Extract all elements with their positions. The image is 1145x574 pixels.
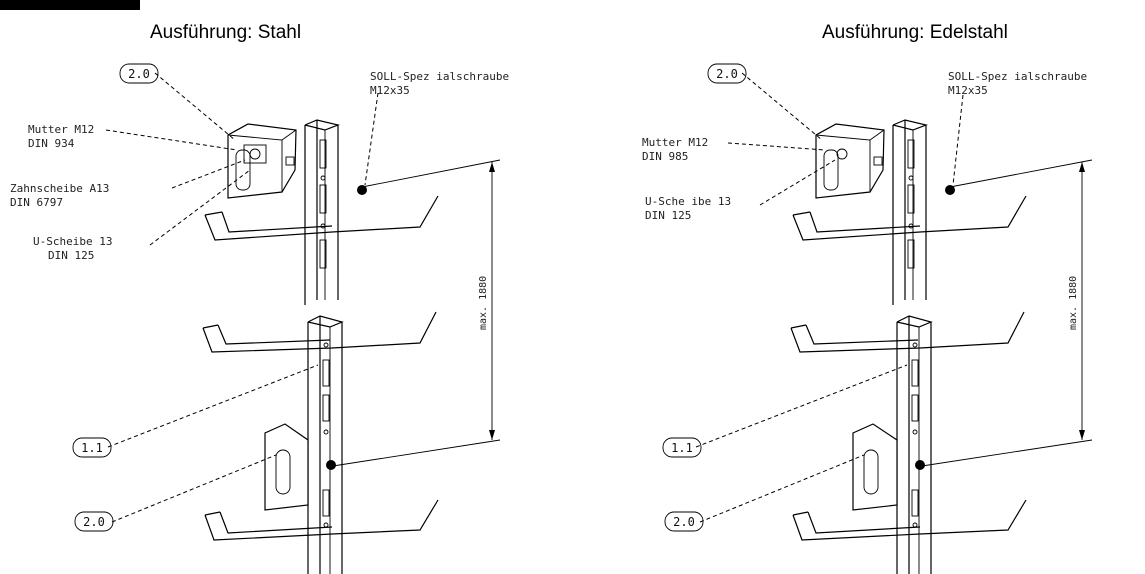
- svg-text:2.0: 2.0: [716, 67, 738, 81]
- right-dimension: [921, 159, 1093, 467]
- left-bracket-bottom: [264, 423, 336, 511]
- left-bubble-top: 2.0: [119, 63, 159, 84]
- left-washer-label-1: U-Scheibe 13: [33, 235, 112, 248]
- svg-text:2.0: 2.0: [128, 67, 150, 81]
- right-bracket-bottom: [852, 423, 925, 511]
- svg-text:1.1: 1.1: [81, 441, 103, 455]
- left-washer-label-2: DIN 125: [48, 249, 94, 262]
- svg-text:2.0: 2.0: [83, 515, 105, 529]
- left-nut-label-1: Mutter M12: [28, 123, 94, 136]
- right-washer-label-2: DIN 125: [645, 209, 691, 222]
- right-bubble-bottom: 2.0: [664, 511, 704, 532]
- corner-tab: [0, 0, 140, 10]
- right-screw-label-1: SOLL-Spez ialschraube: [948, 70, 1087, 83]
- right-leaders: [695, 72, 964, 523]
- left-tooth-washer-label-1: Zahnscheibe A13: [10, 182, 109, 195]
- left-rail-upper: [304, 119, 341, 305]
- left-screw: [357, 185, 367, 195]
- left-dimension: [332, 159, 501, 467]
- left-bubble-bottom: 2.0: [74, 511, 114, 532]
- left-nut-label-2: DIN 934: [28, 137, 75, 150]
- right-bubble-top: 2.0: [707, 63, 747, 84]
- left-view: Ausführung: Stahl: [10, 22, 509, 574]
- left-tooth-washer-label-2: DIN 6797: [10, 196, 63, 209]
- left-leaders: [105, 72, 379, 523]
- left-screw-label-1: SOLL-Spez ialschraube: [370, 70, 509, 83]
- right-screw: [945, 185, 955, 195]
- right-rail-upper: [892, 119, 929, 305]
- right-bracket-top: [815, 123, 885, 199]
- left-dimension-label: max. 1880: [478, 276, 489, 330]
- right-washer-label-1: U-Sche ibe 13: [645, 195, 731, 208]
- left-bracket-top: [227, 123, 297, 199]
- right-shelf-arms: [790, 195, 1027, 541]
- right-bubble-mid: 1.1: [662, 437, 702, 458]
- svg-text:2.0: 2.0: [673, 515, 695, 529]
- right-view: Ausführung: Edelstahl: [642, 22, 1093, 574]
- right-nut-label-2: DIN 985: [642, 150, 688, 163]
- right-nut-label-1: Mutter M12: [642, 136, 708, 149]
- left-screw-label-2: M12x35: [370, 84, 410, 97]
- svg-text:1.1: 1.1: [671, 441, 693, 455]
- left-bubble-mid: 1.1: [72, 437, 112, 458]
- right-dimension-label: max. 1880: [1068, 276, 1079, 330]
- left-shelf-arms: [202, 195, 439, 541]
- right-title: Ausführung: Edelstahl: [822, 22, 1008, 43]
- right-screw-label-2: M12x35: [948, 84, 988, 97]
- left-title: Ausführung: Stahl: [150, 22, 301, 43]
